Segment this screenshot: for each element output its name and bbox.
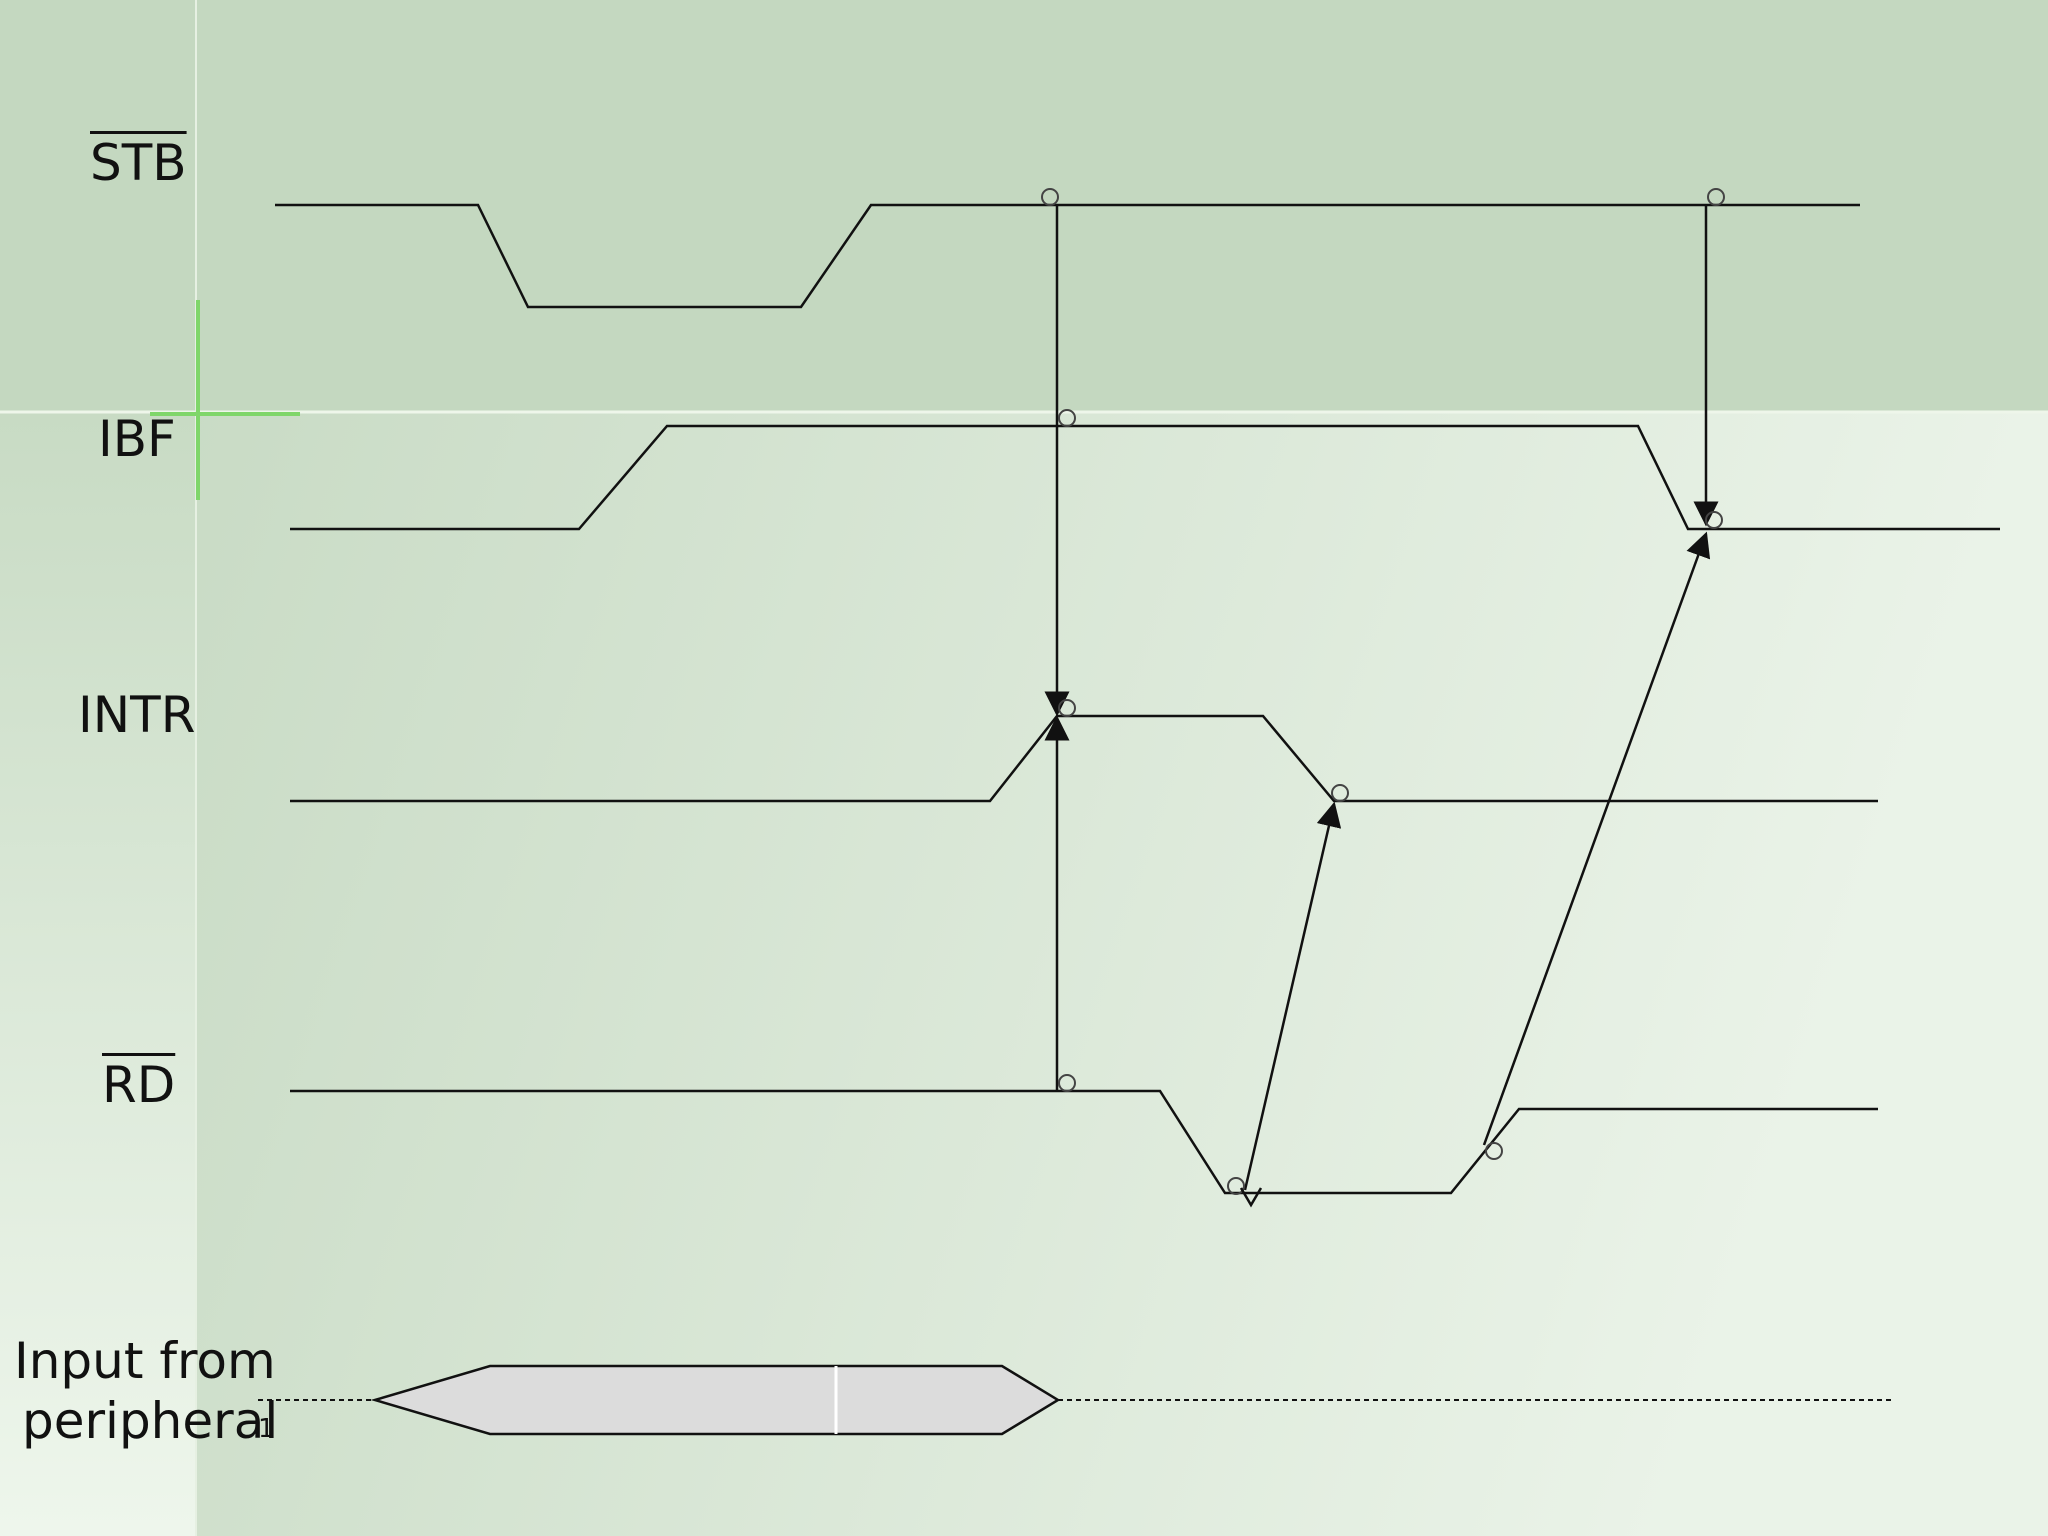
ibf-waveform: [290, 424, 2000, 531]
marker-stb-1: [1041, 188, 1059, 206]
marker-rd-3: [1485, 1142, 1503, 1160]
stb-waveform: [275, 203, 1860, 309]
footnote-marker: 1: [258, 1414, 275, 1444]
input-label-line1: Input from: [14, 1332, 276, 1390]
marker-intr-2: [1331, 784, 1349, 802]
input-data-bus: [258, 1364, 1895, 1436]
rd-waveform: [290, 1089, 1878, 1195]
input-valid-window: [370, 1364, 1061, 1436]
rd-fall-chevron: [1239, 1187, 1263, 1208]
marker-rd-2: [1227, 1177, 1245, 1195]
rd-rise-to-ibf-arrow: [1482, 531, 1711, 1146]
marker-ibf-2: [1705, 511, 1723, 529]
rd-label: RD: [102, 1056, 176, 1114]
marker-intr-1: [1058, 699, 1076, 717]
marker-ibf-1: [1058, 409, 1076, 427]
marker-rd-1: [1058, 1074, 1076, 1092]
ibf-label: IBF: [98, 410, 176, 468]
intr-waveform: [290, 714, 1878, 803]
intr-label: INTR: [78, 686, 196, 744]
rd-fall-to-intr-arrow: [1243, 801, 1342, 1191]
input-label-line2: peripheral: [22, 1392, 279, 1450]
marker-stb-2: [1707, 188, 1725, 206]
stb-label: STB: [90, 134, 187, 192]
